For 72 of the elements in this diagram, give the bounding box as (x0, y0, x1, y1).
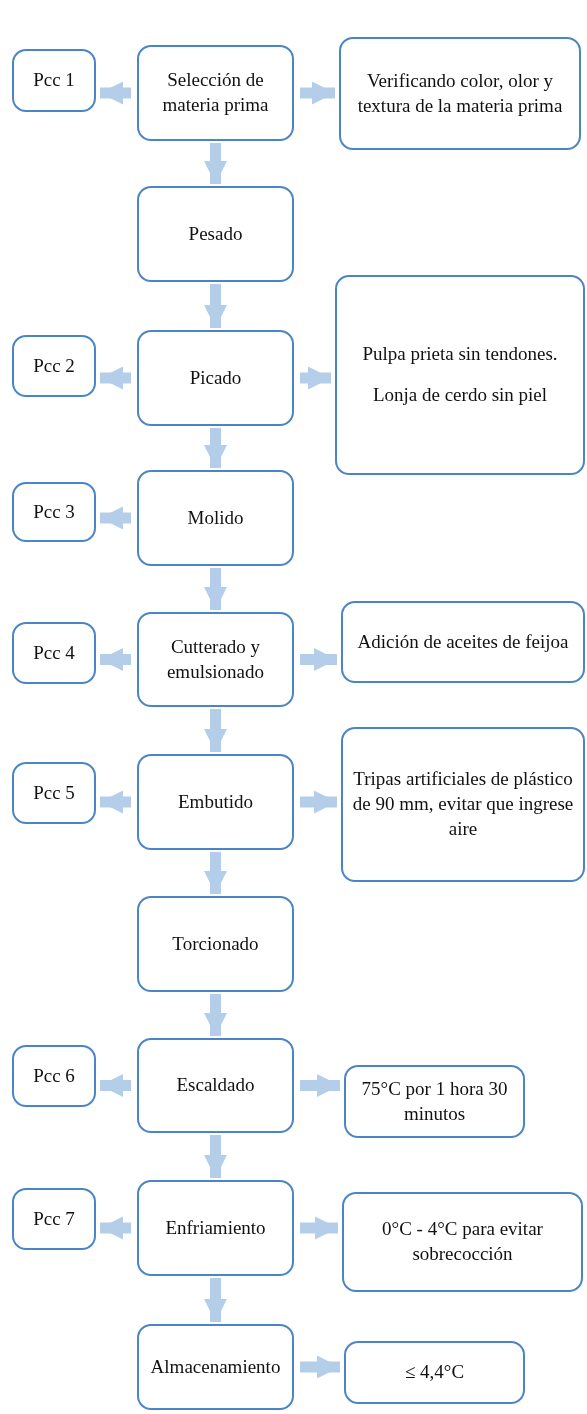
checkpoint-label: Pcc 5 (33, 780, 75, 805)
block-arrow (100, 647, 131, 672)
checkpoint-box (12, 1045, 96, 1107)
block-arrow (300, 790, 337, 814)
step-label: Embutido (178, 789, 253, 814)
process-box (137, 186, 294, 282)
block-arrow (300, 1073, 340, 1098)
block-arrow (203, 852, 228, 894)
process-box (137, 612, 294, 707)
checkpoint-box (12, 1188, 96, 1250)
block-arrow (100, 790, 131, 814)
block-arrow (100, 1216, 131, 1240)
process-box (137, 896, 294, 992)
block-arrow (203, 284, 228, 328)
block-arrow (203, 1278, 228, 1322)
block-arrow (203, 568, 228, 610)
step-label: Enfriamiento (165, 1215, 266, 1240)
block-arrow (203, 143, 228, 184)
block-arrow (100, 81, 131, 105)
note-box (335, 275, 585, 475)
step-label: Almacenamiento (150, 1354, 281, 1379)
block-arrow (203, 428, 228, 468)
note-text: Pulpa prieta sin tendones. (362, 342, 558, 367)
note-box (341, 601, 585, 683)
process-box (137, 330, 294, 426)
process-box (137, 45, 294, 141)
note-box (344, 1065, 525, 1138)
note-box (342, 1192, 583, 1292)
process-box (137, 1038, 294, 1133)
block-arrow (203, 994, 228, 1036)
note-text: 0°C - 4°C para evitar sobrecocción (381, 1217, 544, 1266)
step-label: Torcionado (172, 931, 259, 956)
process-box (137, 470, 294, 566)
checkpoint-label: Pcc 1 (33, 68, 75, 93)
block-arrow (203, 1135, 228, 1178)
note-box (341, 727, 585, 882)
block-arrow (300, 647, 337, 672)
checkpoint-box (12, 482, 96, 542)
step-label: Picado (189, 365, 242, 390)
step-label: Molido (187, 505, 244, 530)
process-box (137, 1324, 294, 1410)
note-text: Verificando color, olor y textura de la materia prima (356, 68, 564, 118)
checkpoint-label: Pcc 2 (33, 353, 75, 378)
block-arrow (100, 366, 131, 390)
process-box (137, 1180, 294, 1276)
block-arrow (300, 1355, 340, 1379)
block-arrow (100, 506, 131, 530)
checkpoint-box (12, 762, 96, 824)
note-box (344, 1341, 525, 1404)
block-arrow (300, 81, 335, 105)
checkpoint-box (12, 622, 96, 684)
note-text: ≤ 4,4°C (404, 1360, 465, 1385)
process-box (137, 754, 294, 850)
note-box (339, 37, 581, 150)
block-arrow (300, 366, 331, 390)
block-arrow (203, 709, 228, 752)
checkpoint-box (12, 49, 96, 112)
note-text: Lonja de cerdo sin piel (372, 383, 548, 407)
note-text: 75°C por 1 hora 30 minutos (360, 1076, 509, 1126)
step-label: Cutterado y emulsionado (165, 634, 266, 684)
checkpoint-label: Pcc 3 (33, 499, 75, 524)
step-label: Escaldado (176, 1073, 255, 1098)
note-text: Tripas artificiales de plástico de 90 mm, evitar que ingrese aire (351, 767, 575, 841)
step-label: Pesado (188, 221, 243, 246)
checkpoint-label: Pcc 6 (33, 1063, 75, 1088)
block-arrow (300, 1216, 338, 1240)
checkpoint-box (12, 335, 96, 397)
block-arrow (100, 1073, 131, 1098)
step-label: Selección de materia prima (161, 68, 270, 117)
checkpoint-label: Pcc 4 (33, 640, 75, 665)
checkpoint-label: Pcc 7 (33, 1206, 75, 1231)
note-text: Adición de aceites de feijoa (357, 629, 569, 654)
